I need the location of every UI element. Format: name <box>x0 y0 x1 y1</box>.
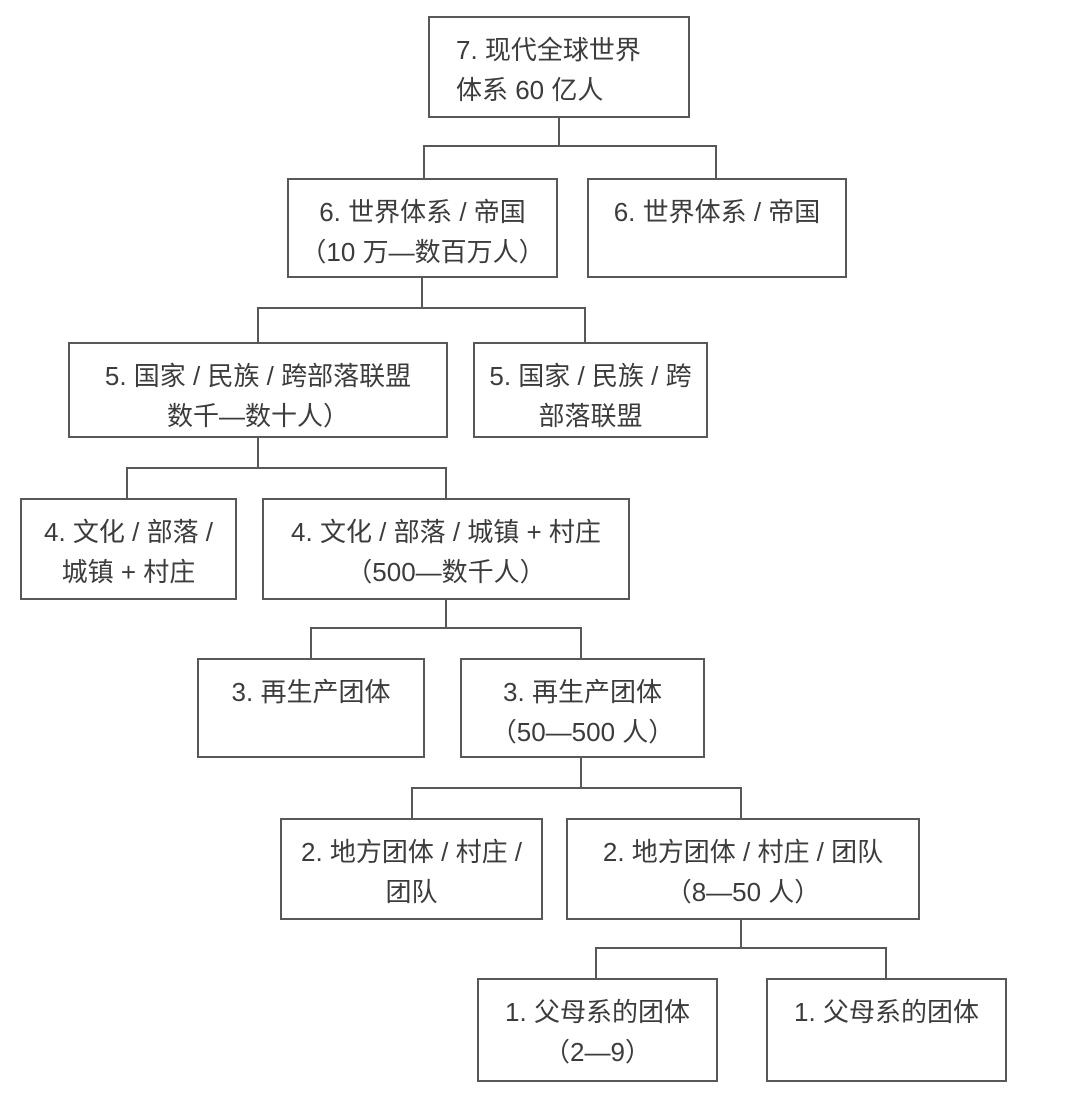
node-level3-sibling-line1: 3. 再生产团体 <box>231 677 391 707</box>
node-level3-main-line2: （50—500 人） <box>490 717 675 747</box>
node-level6-main-line2: （10 万—数百万人） <box>300 237 545 267</box>
node-level3-sibling: 3. 再生产团体 <box>197 658 425 758</box>
node-level4-main: 4. 文化 / 部落 / 城镇 + 村庄 （500—数千人） <box>262 498 630 600</box>
connector-drop-line <box>595 947 597 978</box>
node-level3-main-line1: 3. 再生产团体 <box>503 677 662 707</box>
node-level5-main-line1: 5. 国家 / 民族 / 跨部落联盟 <box>104 361 412 391</box>
connector-stem-line <box>421 278 423 308</box>
connector-drop-line <box>310 627 312 658</box>
node-level7: 7. 现代全球世界 体系 60 亿人 <box>428 16 690 118</box>
connector-stem-line <box>558 118 560 146</box>
node-level6-main-line1: 6. 世界体系 / 帝国 <box>319 197 526 227</box>
connector-cross-line <box>126 467 447 469</box>
connector-drop-line <box>257 307 259 342</box>
node-level5-main-line2: 数千—数十人） <box>166 401 349 431</box>
connector-cross-line <box>310 627 582 629</box>
node-level4-main-line1: 4. 文化 / 部落 / 城镇 + 村庄 <box>291 517 601 547</box>
node-level1-sibling: 1. 父母系的团体 <box>766 978 1007 1082</box>
connector-drop-line <box>126 467 128 498</box>
node-level3-main: 3. 再生产团体 （50—500 人） <box>460 658 705 758</box>
node-level5-main: 5. 国家 / 民族 / 跨部落联盟 数千—数十人） <box>68 342 448 438</box>
node-level2-main: 2. 地方团体 / 村庄 / 团队 （8—50 人） <box>566 818 920 920</box>
node-level7-line1: 7. 现代全球世界 <box>456 35 641 65</box>
node-level6-sibling-line1: 6. 世界体系 / 帝国 <box>613 197 821 227</box>
node-level2-sibling-line1: 2. 地方团体 / 村庄 / <box>300 837 523 867</box>
node-level6-sibling: 6. 世界体系 / 帝国 <box>587 178 847 278</box>
node-level4-main-line2: （500—数千人） <box>346 557 546 587</box>
connector-drop-line <box>445 467 447 498</box>
node-level1-main-line2: （2—9） <box>544 1037 651 1067</box>
node-level4-sibling-line1: 4. 文化 / 部落 / <box>43 517 214 547</box>
connector-drop-line <box>411 787 413 818</box>
node-level4-sibling-line2: 城镇 + 村庄 <box>61 557 196 587</box>
connector-cross-line <box>423 145 717 147</box>
node-level4-sibling: 4. 文化 / 部落 / 城镇 + 村庄 <box>20 498 237 600</box>
node-level7-line2: 体系 60 亿人 <box>456 75 604 105</box>
connector-drop-line <box>580 627 582 658</box>
node-level1-main: 1. 父母系的团体 （2—9） <box>477 978 718 1082</box>
connector-drop-line <box>423 145 425 178</box>
node-level2-sibling: 2. 地方团体 / 村庄 / 团队 <box>280 818 543 920</box>
node-level5-sibling: 5. 国家 / 民族 / 跨 部落联盟 <box>473 342 708 438</box>
connector-drop-line <box>715 145 717 178</box>
node-level1-main-line1: 1. 父母系的团体 <box>505 997 690 1027</box>
connector-cross-line <box>595 947 887 949</box>
connector-stem-line <box>580 758 582 788</box>
node-level2-main-line1: 2. 地方团体 / 村庄 / 团队 <box>602 837 884 867</box>
connector-stem-line <box>257 438 259 468</box>
node-level2-main-line2: （8—50 人） <box>665 877 821 907</box>
node-level1-sibling-line1: 1. 父母系的团体 <box>794 997 979 1027</box>
connector-cross-line <box>257 307 586 309</box>
connector-drop-line <box>885 947 887 978</box>
connector-stem-line <box>740 920 742 948</box>
node-level5-sibling-line1: 5. 国家 / 民族 / 跨 <box>489 361 692 391</box>
node-level2-sibling-line2: 团队 <box>385 877 438 907</box>
node-level5-sibling-line2: 部落联盟 <box>538 401 643 431</box>
node-level6-main: 6. 世界体系 / 帝国 （10 万—数百万人） <box>287 178 558 278</box>
connector-drop-line <box>584 307 586 342</box>
connector-stem-line <box>445 600 447 628</box>
connector-drop-line <box>740 787 742 818</box>
connector-cross-line <box>411 787 742 789</box>
